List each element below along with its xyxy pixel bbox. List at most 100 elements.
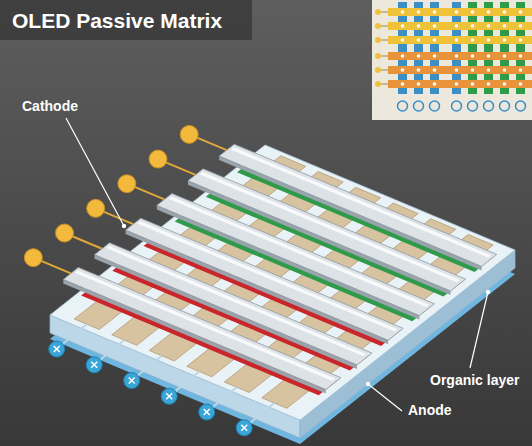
part-label: Anode [408, 402, 452, 418]
inset-dot [433, 24, 437, 28]
inset-row [388, 52, 532, 60]
inset-pin [484, 101, 494, 111]
inset-pin [452, 101, 462, 111]
inset-dot [471, 68, 475, 72]
cathode-pin [149, 150, 167, 168]
inset-pin [398, 101, 408, 111]
inset-dot [401, 38, 405, 42]
cathode-pin [118, 175, 136, 193]
inset-dot [519, 82, 523, 86]
inset-dot [455, 10, 459, 14]
inset-dot [433, 68, 437, 72]
inset-row [388, 36, 532, 44]
inset-dot [487, 68, 491, 72]
inset-dot [503, 54, 507, 58]
inset-pin [430, 101, 440, 111]
inset-pin [375, 37, 381, 43]
inset-dot [417, 10, 421, 14]
inset-dot [487, 38, 491, 42]
cathode-pin [56, 224, 74, 242]
pin-mark [129, 378, 135, 384]
inset-dot [487, 82, 491, 86]
passive-matrix-figure [24, 125, 515, 444]
inset-pin [375, 53, 381, 59]
leader-line [470, 292, 488, 368]
inset-pin [375, 9, 381, 15]
inset-dot [471, 38, 475, 42]
inset-pin [375, 67, 381, 73]
inset-dot [455, 24, 459, 28]
inset-pin [468, 101, 478, 111]
pin-mark [54, 346, 60, 352]
inset-dot [471, 82, 475, 86]
anode-pin [199, 404, 215, 420]
cathode-side [219, 156, 482, 270]
cathode-highlight [231, 147, 492, 258]
inset-dot [401, 82, 405, 86]
anode-pin [49, 341, 65, 357]
inset-pin [414, 101, 424, 111]
inset-row [388, 80, 532, 88]
inset-panel [372, 0, 532, 120]
inset-dot [417, 24, 421, 28]
cathode-pin [87, 199, 105, 217]
inset-dot [487, 10, 491, 14]
inset-dot [433, 10, 437, 14]
inset-dot [417, 82, 421, 86]
inset-dot [503, 82, 507, 86]
inset-dot [401, 54, 405, 58]
inset-dot [417, 68, 421, 72]
inset-dot [471, 54, 475, 58]
inset-pin [375, 23, 381, 29]
inset-dot [455, 82, 459, 86]
inset-dot [503, 24, 507, 28]
inset-dot [487, 54, 491, 58]
inset-row [388, 22, 532, 30]
inset-dot [519, 38, 523, 42]
cathode-bar [219, 144, 497, 266]
inset-dot [455, 68, 459, 72]
leader-line [368, 384, 402, 411]
pin-mark [204, 409, 210, 415]
inset-row [388, 8, 532, 16]
anode-pin [86, 357, 102, 373]
leader-dot [122, 224, 126, 228]
inset-dot [471, 10, 475, 14]
part-label: Organic layer [430, 372, 520, 388]
inset-dot [417, 54, 421, 58]
pin-mark [91, 362, 97, 368]
inset-dot [487, 24, 491, 28]
inset-dot [519, 54, 523, 58]
inset-dot [519, 68, 523, 72]
slab-glow [50, 169, 515, 444]
part-label: Cathode [22, 98, 78, 114]
leader-line [66, 118, 124, 226]
leader-dot [366, 382, 370, 386]
cathode-pin [24, 249, 42, 267]
inset-dot [503, 68, 507, 72]
inset-dot [433, 54, 437, 58]
cathode-pin [180, 125, 198, 143]
inset-dot [503, 10, 507, 14]
inset-pin [500, 101, 510, 111]
title-banner [0, 0, 252, 40]
inset-pin [516, 101, 526, 111]
inset-dot [401, 24, 405, 28]
inset-dot [519, 24, 523, 28]
inset-dot [417, 38, 421, 42]
anode-pin [124, 373, 140, 389]
inset-dot [503, 38, 507, 42]
anode-pin [236, 420, 252, 436]
inset-dot [401, 68, 405, 72]
inset-dot [433, 82, 437, 86]
inset-pin [375, 81, 381, 87]
anode-pin [161, 388, 177, 404]
leader-lines [66, 118, 490, 411]
pin-mark [166, 393, 172, 399]
inset-dot [455, 54, 459, 58]
matrix-inset [372, 0, 532, 120]
inset-dot [471, 24, 475, 28]
inset-dot [455, 38, 459, 42]
inset-dot [401, 10, 405, 14]
